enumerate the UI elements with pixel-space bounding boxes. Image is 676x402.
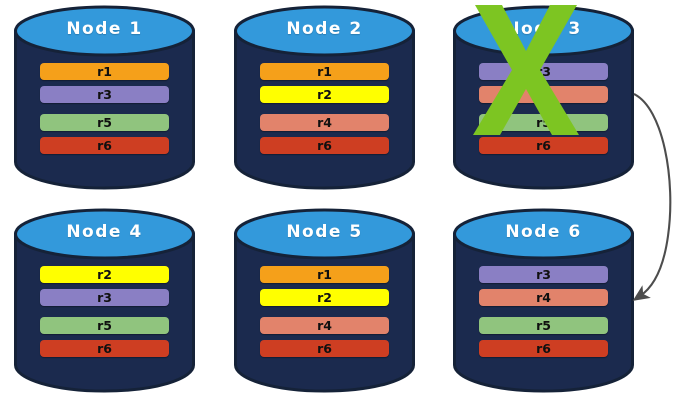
replica-bar[interactable]: r6	[40, 137, 169, 154]
replica-label: r5	[97, 318, 112, 333]
replica-list: r3 r4 r5 r6	[479, 266, 608, 363]
replica-label: r4	[536, 87, 551, 102]
cylinder-top	[14, 5, 195, 57]
replica-label: r5	[536, 115, 551, 130]
replica-label: r2	[97, 267, 112, 282]
replication-arrow-path	[632, 93, 672, 301]
replica-label: r2	[317, 87, 332, 102]
replica-label: r1	[317, 64, 332, 79]
replica-bar[interactable]: r2	[40, 266, 169, 283]
replica-list: r1 r2 r4 r6	[260, 266, 389, 363]
replica-label: r6	[97, 341, 112, 356]
replica-label: r6	[536, 138, 551, 153]
replica-bar[interactable]: r5	[40, 114, 169, 131]
replica-bar[interactable]: r4	[260, 114, 389, 131]
replica-label: r4	[317, 115, 332, 130]
replica-list: r3 r4 r5 r6	[479, 63, 608, 160]
replica-bar[interactable]: r1	[260, 63, 389, 80]
replica-label: r2	[317, 290, 332, 305]
cylinder-top	[453, 5, 634, 57]
replica-label: r6	[97, 138, 112, 153]
cylinder-top	[14, 208, 195, 260]
replica-bar[interactable]: r3	[40, 289, 169, 306]
replica-list: r1 r3 r5 r6	[40, 63, 169, 160]
replica-bar[interactable]: r6	[479, 340, 608, 357]
replica-bar[interactable]: r3	[40, 86, 169, 103]
replica-list: r1 r2 r4 r6	[260, 63, 389, 160]
replica-label: r6	[317, 341, 332, 356]
cylinder-top	[234, 5, 415, 57]
cylinder-top	[453, 208, 634, 260]
replica-bar[interactable]: r4	[479, 86, 608, 103]
replica-bar[interactable]: r6	[479, 137, 608, 154]
replica-bar[interactable]: r3	[479, 266, 608, 283]
replica-bar[interactable]: r2	[260, 86, 389, 103]
replica-bar[interactable]: r1	[260, 266, 389, 283]
replica-label: r3	[536, 267, 551, 282]
replica-label: r4	[317, 318, 332, 333]
replica-bar[interactable]: r5	[479, 114, 608, 131]
replica-bar[interactable]: r6	[40, 340, 169, 357]
replica-label: r1	[97, 64, 112, 79]
replica-label: r5	[97, 115, 112, 130]
replica-label: r6	[317, 138, 332, 153]
cylinder-top	[234, 208, 415, 260]
replica-bar[interactable]: r4	[260, 317, 389, 334]
replica-bar[interactable]: r5	[40, 317, 169, 334]
replica-bar[interactable]: r2	[260, 289, 389, 306]
replica-bar[interactable]: r6	[260, 340, 389, 357]
replica-list: r2 r3 r5 r6	[40, 266, 169, 363]
replica-label: r1	[317, 267, 332, 282]
replica-bar[interactable]: r3	[479, 63, 608, 80]
replica-bar[interactable]: r1	[40, 63, 169, 80]
replica-label: r6	[536, 341, 551, 356]
replica-label: r3	[97, 87, 112, 102]
replica-label: r5	[536, 318, 551, 333]
replica-bar[interactable]: r4	[479, 289, 608, 306]
replica-label: r3	[97, 290, 112, 305]
replica-label: r4	[536, 290, 551, 305]
replica-bar[interactable]: r5	[479, 317, 608, 334]
replica-label: r3	[536, 64, 551, 79]
replica-bar[interactable]: r6	[260, 137, 389, 154]
